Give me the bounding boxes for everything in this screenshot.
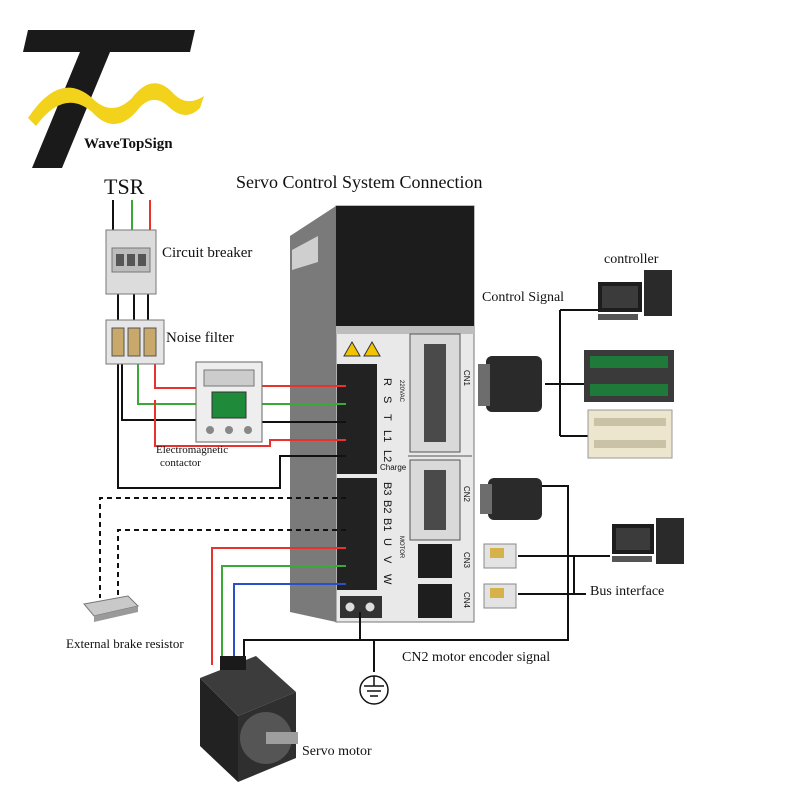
cn1-connector-plug (478, 356, 542, 412)
port-label-cn4: CN4 (462, 592, 471, 609)
terminal-label: R (381, 378, 393, 386)
diagram-title: Servo Control System Connection (236, 172, 483, 192)
rj45-plug (483, 583, 517, 609)
electromagnetic-contactor (195, 361, 263, 443)
brand-name: WaveTopSign (84, 136, 173, 152)
terminal-label: V (381, 556, 393, 564)
ground-screw (364, 601, 376, 613)
cn3-port (418, 544, 452, 578)
bus-interface-label: Bus interface (590, 584, 665, 599)
circuit-breaker-label: Circuit breaker (162, 245, 253, 261)
terminal-label: L2 (381, 450, 393, 462)
brake-resistor-label: External brake resistor (66, 636, 184, 651)
power-source-label: TSR (104, 174, 145, 199)
brand-logo (23, 30, 204, 168)
servo-motor-label: Servo motor (302, 744, 372, 759)
terminal-label: B3 (381, 482, 393, 495)
servo-motor-icon (200, 656, 298, 782)
controller-pc-icon (598, 270, 672, 320)
cn4-port (418, 584, 452, 618)
rj45-plug (483, 543, 517, 569)
warning-icon (363, 340, 381, 357)
terminal-label: B1 (381, 518, 393, 531)
plc-board-icon (584, 350, 674, 402)
plc-unit-icon (587, 409, 673, 459)
ground-icon (359, 675, 389, 705)
contactor-label-line2: contactor (160, 457, 201, 469)
noise-filter (105, 319, 165, 365)
noise-filter-label: Noise filter (166, 330, 234, 346)
wiring (99, 200, 610, 672)
port-label-cn2: CN2 (462, 486, 471, 503)
servo-drive (290, 205, 475, 623)
supply-tag: 220VAC (398, 380, 404, 403)
terminal-label: B2 (381, 500, 393, 513)
terminal-label: T (381, 414, 393, 421)
warning-icon (343, 340, 361, 357)
terminal-label: L1 (381, 430, 393, 442)
motor-tag: MOTOR (398, 536, 404, 559)
controller-label: controller (604, 252, 659, 267)
bus-pc-icon (612, 518, 684, 564)
port-label-cn1: CN1 (462, 370, 471, 387)
charge-label: Charge (380, 463, 407, 472)
port-label-cn3: CN3 (462, 552, 471, 569)
terminal-label: U (381, 538, 393, 546)
circuit-breaker (105, 229, 157, 295)
contactor-label-line1: Electromagnetic (156, 444, 229, 456)
brake-resistor-icon (83, 595, 139, 622)
ground-screw (344, 601, 356, 613)
control-signal-label: Control Signal (482, 290, 565, 305)
terminal-label: S (381, 396, 393, 403)
drive-terminal-labels: R S T L1 L2 Charge 220VAC B3 B2 B1 U V W… (380, 370, 471, 609)
terminal-label: W (381, 574, 393, 585)
encoder-signal-label: CN2 motor encoder signal (402, 650, 551, 665)
cn2-encoder-plug (480, 478, 542, 520)
